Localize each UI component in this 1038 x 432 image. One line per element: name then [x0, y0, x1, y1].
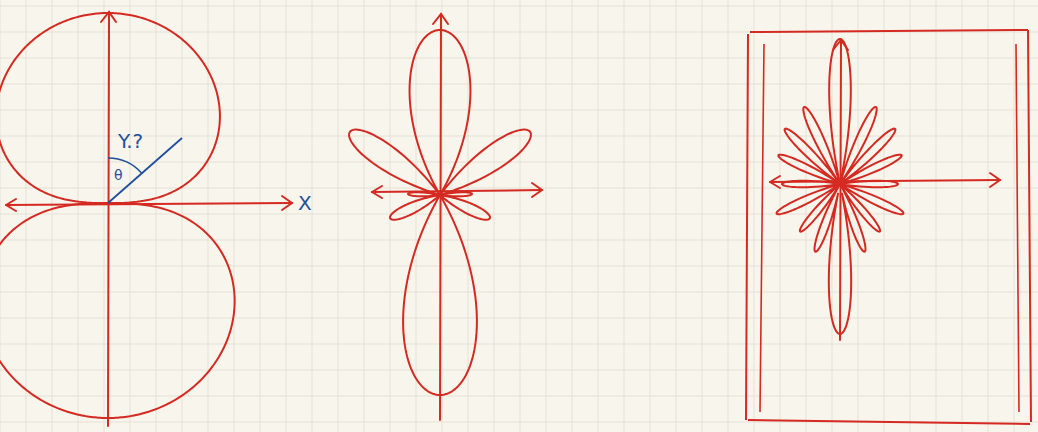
y-axis	[840, 40, 841, 340]
grid-line	[208, 0, 209, 432]
axes	[372, 14, 542, 420]
grid-line	[728, 0, 729, 432]
arrow-head	[6, 199, 16, 211]
grid-line	[260, 0, 261, 432]
lobe-drawings	[0, 12, 1031, 426]
grid-line	[1014, 0, 1015, 432]
grid-line	[0, 110, 1038, 111]
grid-line	[0, 266, 1038, 267]
grid-line	[312, 0, 313, 432]
grid-line	[780, 0, 781, 432]
axis-label: θ	[114, 168, 123, 183]
grid-line	[0, 396, 1038, 397]
grid-line	[546, 0, 547, 432]
grid-line	[78, 0, 79, 432]
y-axis	[108, 12, 109, 426]
grid-line	[988, 0, 989, 432]
grid-line	[754, 0, 755, 432]
grid-line	[858, 0, 859, 432]
enclosing-box	[746, 30, 1031, 424]
grid-line	[0, 84, 1038, 85]
axis-label: Y.?	[118, 130, 143, 152]
grid-line	[156, 0, 157, 432]
grid-line	[0, 0, 1, 432]
grid-line	[936, 0, 937, 432]
grid-line	[884, 0, 885, 432]
grid-line	[52, 0, 53, 432]
axis-label: X	[298, 192, 312, 214]
grid-line	[624, 0, 625, 432]
axes	[6, 12, 292, 426]
grid-line	[910, 0, 911, 432]
grid-line	[520, 0, 521, 432]
grid-line	[26, 0, 27, 432]
grid-line	[598, 0, 599, 432]
grid-line	[572, 0, 573, 432]
arrow-head	[532, 183, 542, 197]
grid-line	[338, 0, 339, 432]
grid-line	[234, 0, 235, 432]
radiation-lobes	[777, 39, 904, 334]
grid-line	[0, 344, 1038, 345]
grid-line	[0, 370, 1038, 371]
grid-line	[494, 0, 495, 432]
arrow-head	[990, 173, 1000, 187]
arrow-head	[282, 196, 292, 210]
grid-line	[806, 0, 807, 432]
grid-line	[0, 318, 1038, 319]
grid-line	[962, 0, 963, 432]
grid-line	[650, 0, 651, 432]
grid-line	[702, 0, 703, 432]
grid-line	[0, 58, 1038, 59]
axes	[770, 40, 1000, 340]
arrow-head	[433, 14, 448, 24]
grid-line	[286, 0, 287, 432]
radiation-lobes	[0, 13, 235, 418]
arrow-head	[770, 176, 780, 188]
grid-line	[0, 240, 1038, 241]
grid-line	[416, 0, 417, 432]
grid-line	[104, 0, 105, 432]
grid-line	[0, 6, 1038, 7]
grid-line	[676, 0, 677, 432]
radiation-lobes	[349, 30, 531, 395]
y-axis	[440, 14, 441, 420]
angle-arc	[108, 158, 142, 173]
arrow-head	[372, 186, 382, 198]
grid-line	[0, 292, 1038, 293]
grid-line	[364, 0, 365, 432]
grid-line	[0, 214, 1038, 215]
grid-line	[130, 0, 131, 432]
bracket	[760, 44, 1019, 412]
